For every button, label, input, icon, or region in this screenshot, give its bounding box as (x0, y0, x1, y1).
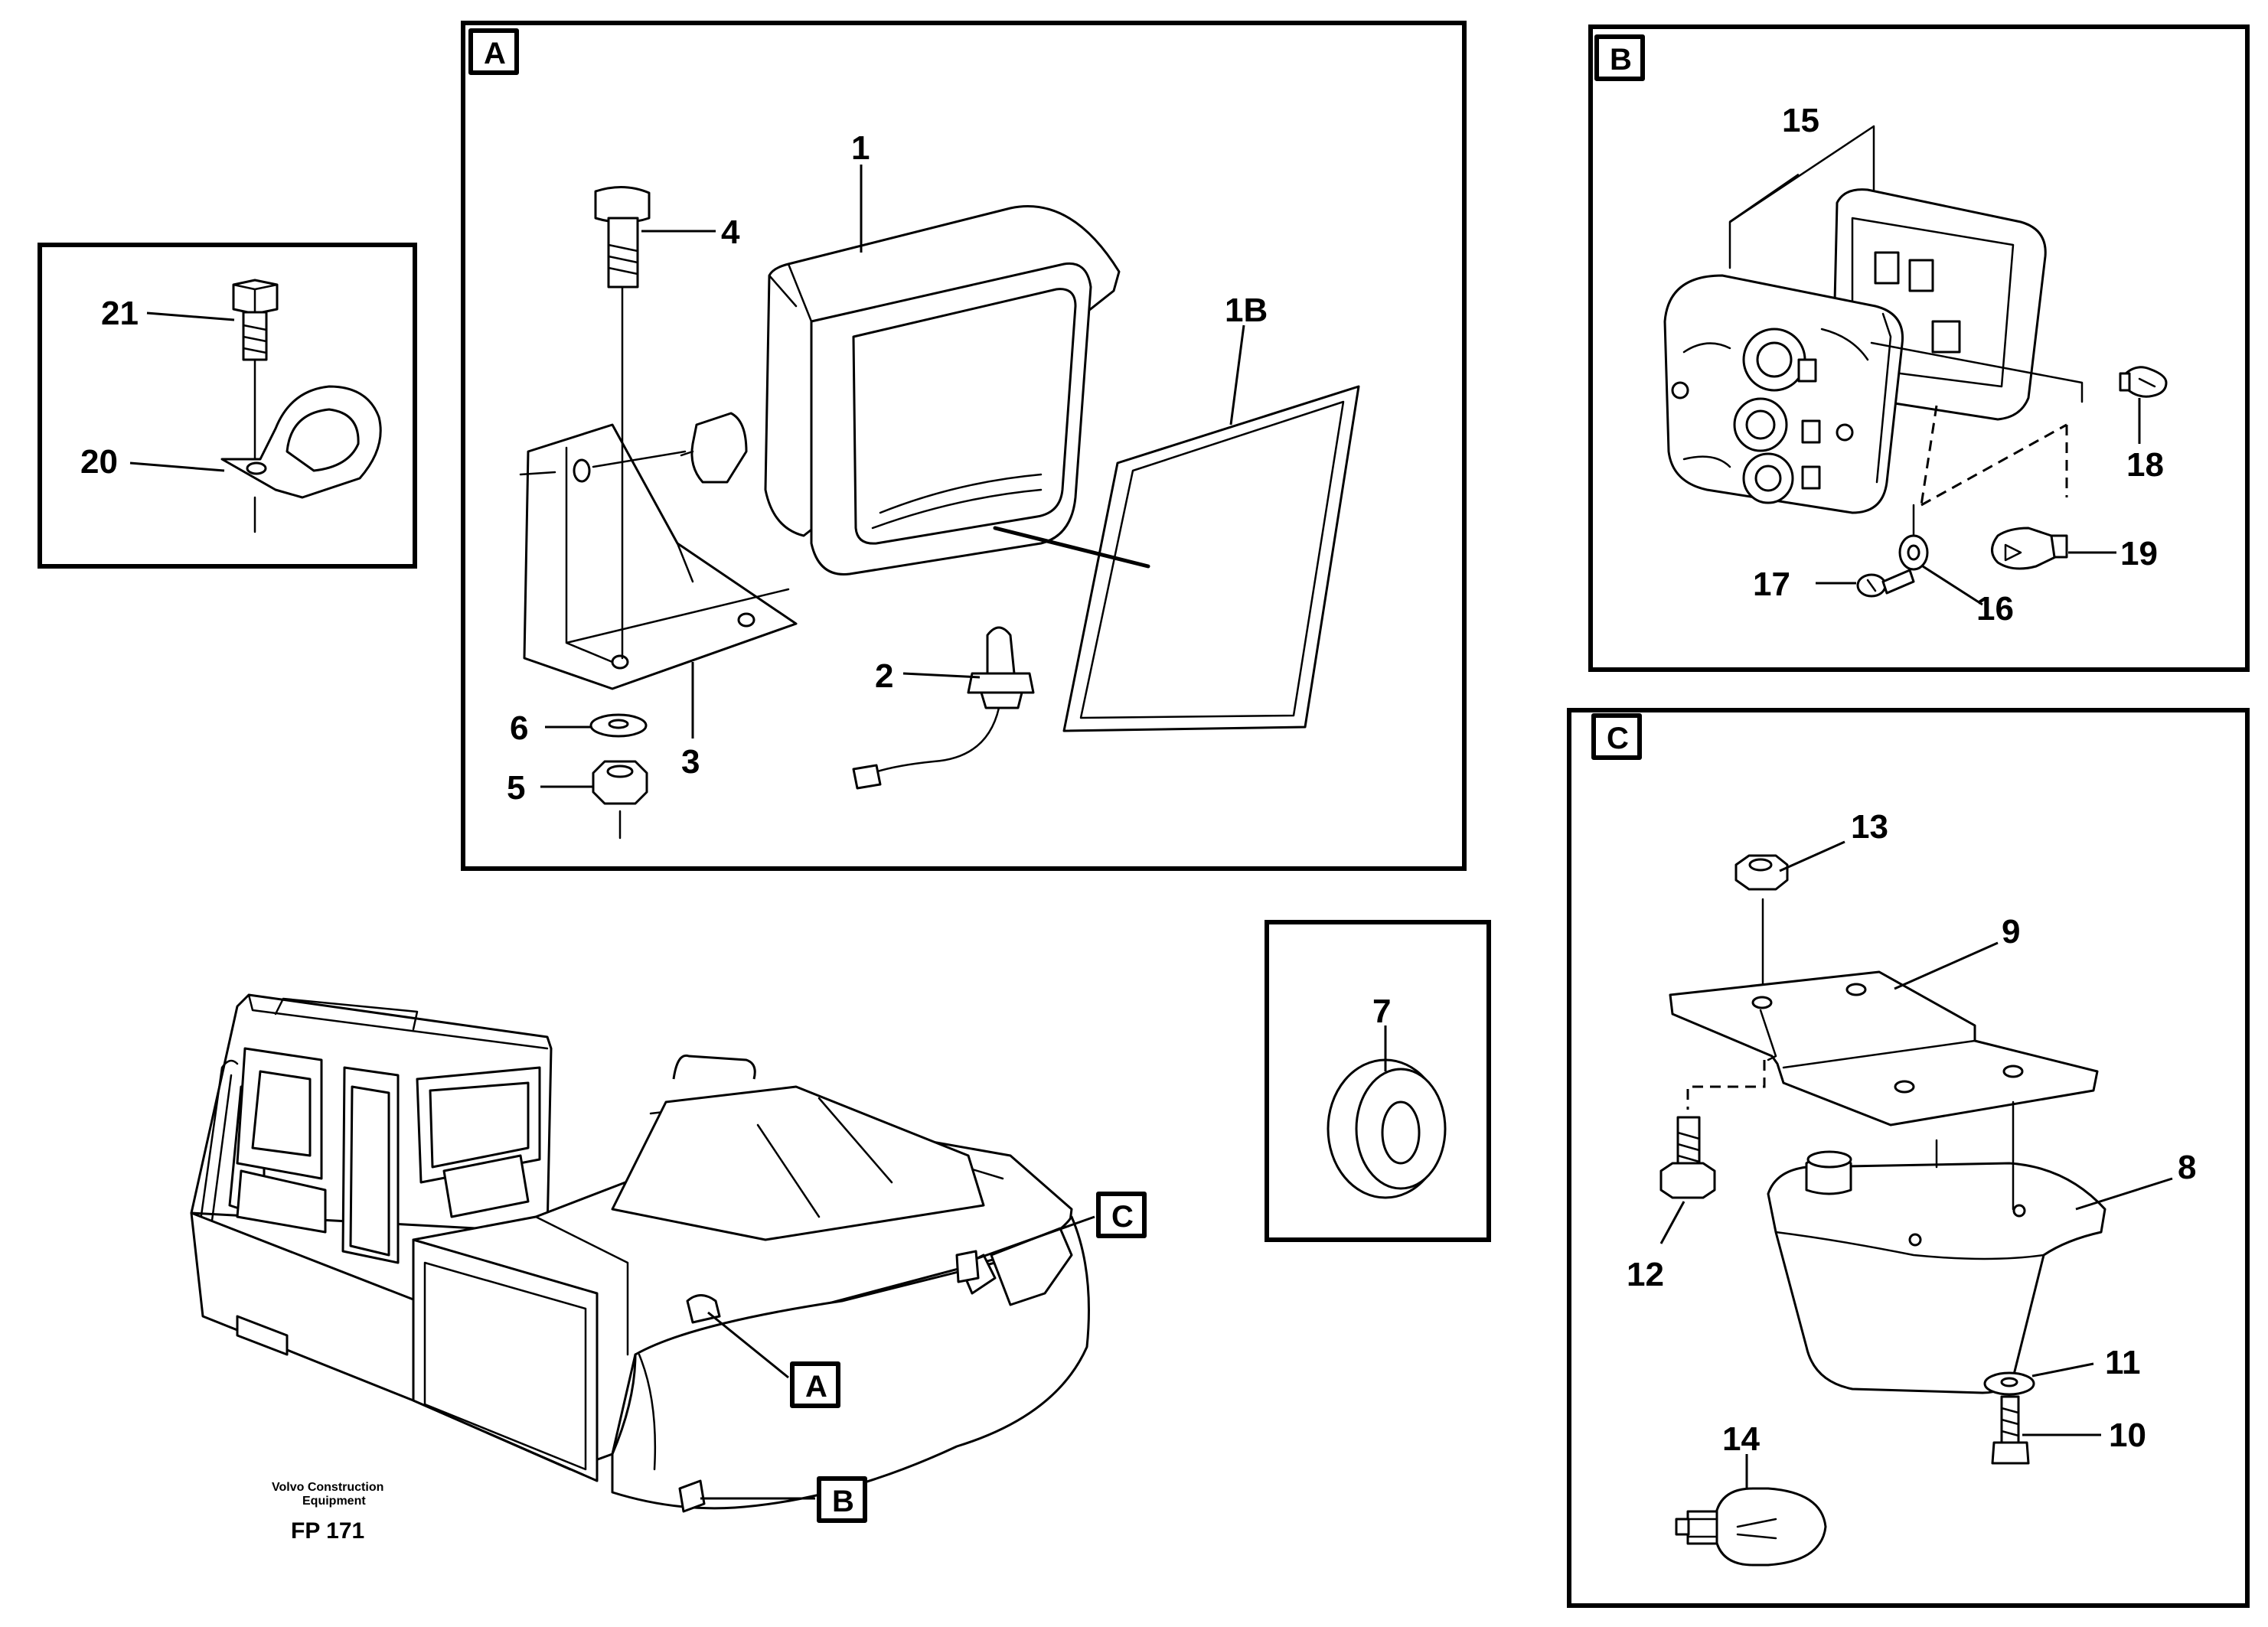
callout-5: 5 (507, 769, 525, 807)
bulb-18-part (2119, 366, 2168, 398)
callout-12: 12 (1627, 1256, 1664, 1293)
callout-1: 1 (851, 129, 870, 167)
callout-9: 9 (2002, 913, 2020, 950)
callout-6: 6 (510, 709, 528, 747)
bolt-12-part (1659, 1116, 1716, 1199)
grommet-7-part (1327, 1058, 1447, 1199)
marker-lamp-8-part (1767, 1100, 2106, 1394)
washer-11-part (1983, 1371, 2035, 1396)
callout-3: 3 (681, 743, 700, 781)
callout-2: 2 (875, 657, 893, 695)
callout-19: 19 (2120, 535, 2158, 572)
nut-5-part (592, 760, 648, 840)
bulb-socket-2-part (852, 626, 1035, 790)
screw-17-part (1856, 569, 1915, 598)
lens-frame-1b-part (1062, 385, 1360, 732)
bulb-14-part (1675, 1487, 1827, 1567)
callout-17: 17 (1753, 566, 1790, 603)
machine-tag-a: A (805, 1370, 827, 1404)
callout-21: 21 (101, 295, 139, 332)
callout-14: 14 (1722, 1420, 1760, 1458)
detail-panel-a: A (461, 21, 1467, 871)
panel-b-tag: B (1610, 43, 1632, 77)
clamp-20-part (220, 385, 382, 533)
detail-panel-c: C 13 9 12 (1567, 708, 2250, 1608)
detail-panel-b: B 15 (1588, 24, 2250, 672)
clip-detail-panel: 21 20 (38, 243, 417, 569)
callout-16: 16 (1976, 590, 2014, 628)
panel-c-tag: C (1607, 722, 1629, 755)
callout-7: 7 (1372, 993, 1391, 1030)
bulb-19-part (1991, 527, 2068, 570)
bracket-3-part (519, 423, 798, 690)
nut-13-part (1734, 854, 1789, 989)
callout-10: 10 (2109, 1417, 2146, 1454)
bolt-4-part (594, 185, 651, 660)
callout-11: 11 (2105, 1344, 2141, 1381)
washer-6-part (589, 713, 648, 738)
callout-13: 13 (1851, 808, 1888, 846)
callout-18: 18 (2126, 446, 2164, 484)
callout-20: 20 (80, 443, 118, 481)
company-name-line2: Equipment (302, 1495, 366, 1508)
screw-10-part (1991, 1395, 2030, 1465)
washer-16-part (1898, 534, 1929, 571)
work-lamp-1-part (680, 205, 1121, 575)
machine-tag-c: C (1111, 1200, 1134, 1234)
machine-tag-b: B (832, 1485, 854, 1518)
figure-code: FP 171 (291, 1518, 364, 1544)
callout-8: 8 (2178, 1149, 2196, 1186)
screw-21-part (232, 279, 279, 468)
callout-15: 15 (1782, 102, 1819, 139)
company-name-line1: Volvo Construction (272, 1481, 383, 1494)
callout-4: 4 (721, 214, 740, 251)
grommet-detail-panel: 7 (1265, 920, 1491, 1242)
lamp-lens-part (1663, 274, 1904, 514)
panel-a-tag: A (484, 37, 506, 70)
bracket-plate-9-part (1669, 970, 2099, 1127)
excavator-upper-structure (190, 993, 1090, 1513)
callout-1b: 1B (1225, 292, 1268, 329)
